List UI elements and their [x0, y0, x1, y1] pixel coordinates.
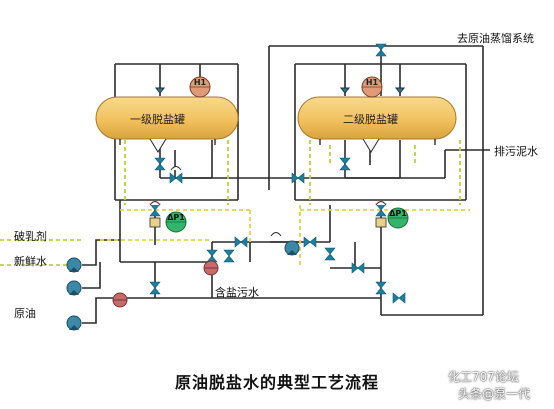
valve-icon: [223, 249, 235, 263]
valve-icon: [303, 236, 317, 248]
valve-icon: [154, 157, 166, 171]
drain-label: 排污泥水: [494, 145, 538, 158]
crude-oil-label: 原油: [14, 307, 36, 320]
instrument-h1-left: H1: [189, 76, 211, 98]
pump-icon: [66, 280, 82, 296]
dp-left-label: ΔP1: [167, 213, 185, 222]
second-desalter-tank: [297, 96, 457, 153]
pump-icon: [66, 257, 82, 273]
valve-icon: [169, 172, 183, 184]
dashed-lines: [0, 140, 470, 268]
valve-icon: [234, 236, 248, 248]
relief-valves: [154, 87, 406, 94]
to-distillation-label: 去原油蒸馏系统: [457, 32, 534, 45]
valve-icon: [324, 247, 336, 261]
h1-right-label: H1: [366, 78, 379, 87]
valve-icon: [392, 292, 406, 304]
diagram-title: 原油脱盐水的典型工艺流程: [174, 373, 379, 392]
valves: [149, 43, 406, 304]
salt-water-label: 含盐污水: [215, 286, 259, 299]
pump-icon: [66, 315, 82, 331]
pumps: [66, 240, 300, 331]
second-tank-label: 二级脱盐罐: [343, 113, 398, 126]
valve-icon: [206, 249, 218, 263]
watermark-author: 头条@泵一代: [458, 387, 531, 401]
valve-icon: [291, 172, 305, 184]
fresh-water-label: 新鲜水: [14, 255, 47, 268]
first-tank-label: 一级脱盐罐: [130, 113, 185, 126]
mixers: [112, 260, 219, 308]
valve-icon: [149, 281, 161, 295]
instrument-h1-right: H1: [361, 76, 383, 98]
first-desalter-tank: [95, 96, 239, 153]
dp-right-label: ΔP1: [389, 209, 407, 218]
demulsifier-label: 破乳剂: [14, 230, 47, 243]
instrument-dp-right: ΔP1: [387, 207, 409, 229]
process-lines: [82, 45, 490, 324]
instrument-dp-left: ΔP1: [165, 211, 187, 233]
strainers: [149, 217, 387, 228]
watermark-forum: 化工707论坛: [448, 370, 519, 384]
valve-icon: [375, 43, 387, 57]
pump-icon: [284, 240, 300, 256]
valve-icon: [375, 281, 387, 295]
h1-left-label: H1: [194, 78, 207, 87]
control-valve-actuators: [149, 166, 387, 237]
valve-icon: [351, 262, 365, 274]
valve-icon: [339, 157, 351, 171]
